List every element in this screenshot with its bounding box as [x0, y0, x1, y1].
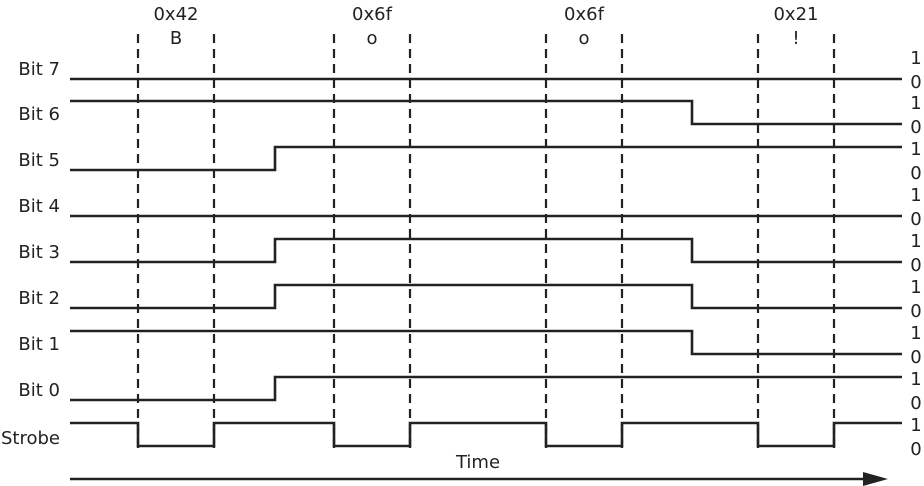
level-low-label: 0 [910, 393, 921, 414]
level-high-label: 1 [910, 369, 921, 390]
level-high-label: 1 [910, 93, 921, 114]
byte-hex-label: 0x42 [153, 4, 198, 25]
byte-char-label: B [170, 28, 182, 49]
signal-label: Bit 7 [18, 59, 60, 80]
byte-hex-label: 0x21 [773, 4, 818, 25]
signal-trace-bit-2 [70, 283, 902, 310]
signal-label: Bit 0 [18, 380, 60, 401]
signal-trace-strobe [70, 421, 902, 448]
time-arrow-head-icon [863, 472, 888, 486]
byte-char-label: o [366, 28, 377, 49]
time-axis: Time [70, 452, 888, 486]
level-low-label: 0 [910, 439, 921, 460]
signal-label: Bit 6 [18, 104, 60, 125]
signal-trace-bit-1 [70, 329, 902, 356]
level-high-label: 1 [910, 415, 921, 436]
strobe-window-guides [136, 34, 836, 450]
level-low-label: 0 [910, 72, 921, 93]
byte-char-label: o [578, 28, 589, 49]
level-low-label: 0 [910, 301, 921, 322]
time-label: Time [455, 452, 500, 473]
signal-trace-bit-0 [70, 375, 902, 402]
level-low-label: 0 [910, 163, 921, 184]
signal-label: Bit 1 [18, 334, 60, 355]
signal-label: Bit 5 [18, 150, 60, 171]
strobe-trace: Strobe [1, 421, 902, 449]
signal-traces: Bit 7 Bit 6 Bit 5 Bit 4 Bit 3 Bit 2 Bit 1 Bit 0 [18, 59, 902, 402]
level-high-label: 1 [910, 185, 921, 206]
byte-hex-label: 0x6f [352, 4, 393, 25]
level-high-label: 1 [910, 323, 921, 344]
level-high-label: 1 [910, 231, 921, 252]
strobe-label: Strobe [1, 428, 60, 449]
signal-label: Bit 4 [18, 196, 60, 217]
byte-char-label: ! [792, 28, 799, 49]
level-high-label: 1 [910, 48, 921, 69]
level-high-label: 1 [910, 139, 921, 160]
signal-label: Bit 3 [18, 242, 60, 263]
signal-trace-bit-3 [70, 237, 902, 264]
level-high-label: 1 [910, 277, 921, 298]
signal-trace-bit-5 [70, 145, 902, 172]
signal-label: Bit 2 [18, 288, 60, 309]
level-low-label: 0 [910, 209, 921, 230]
level-low-label: 0 [910, 347, 921, 368]
byte-hex-label: 0x6f [564, 4, 605, 25]
level-low-label: 0 [910, 117, 921, 138]
signal-trace-bit-6 [70, 99, 902, 126]
level-low-label: 0 [910, 255, 921, 276]
